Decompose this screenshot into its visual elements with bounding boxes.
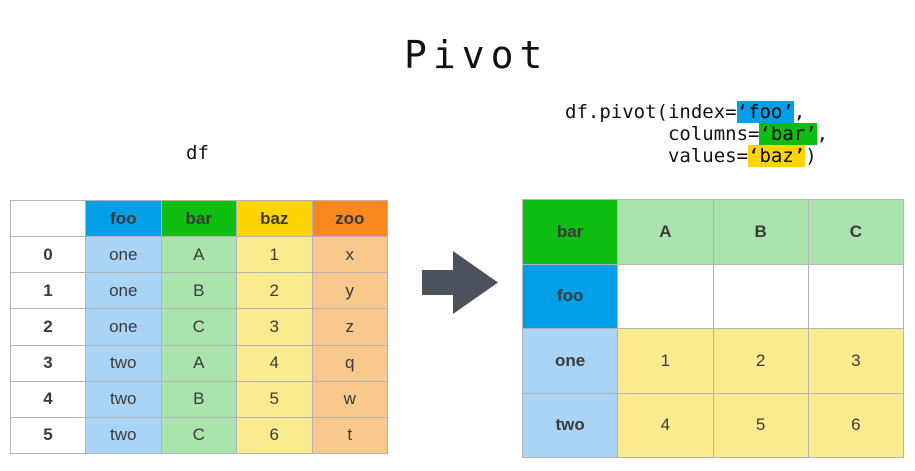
cell-bar: C	[160, 416, 237, 455]
cell-zoo: t	[311, 416, 388, 455]
code-text: ,	[816, 123, 829, 145]
index-name-cell: foo	[521, 263, 619, 329]
result-header-row: bar A B C	[521, 199, 905, 265]
index-name-row: foo	[521, 263, 905, 329]
empty-cell	[807, 263, 905, 329]
row-index: 2	[10, 308, 86, 346]
df-label: df	[186, 142, 209, 164]
empty-cell	[617, 263, 714, 329]
code-text: values=	[565, 145, 749, 167]
cell-bar: B	[160, 380, 237, 418]
code-text: df.pivot(index=	[565, 101, 737, 123]
code-text: )	[805, 145, 817, 167]
row-label-two: two	[521, 392, 619, 458]
table-row: 3 two A 4 q	[10, 344, 388, 382]
empty-cell	[712, 263, 809, 329]
value-cell: 2	[712, 328, 809, 394]
result-col-header-b: B	[712, 199, 809, 265]
result-col-header-a: A	[617, 199, 714, 265]
col-header-bar: bar	[160, 199, 237, 238]
cell-baz: 5	[236, 380, 313, 418]
table-row: 2 one C 3 z	[10, 308, 388, 346]
cell-zoo: x	[311, 236, 388, 274]
cell-zoo: y	[311, 272, 388, 310]
columns-name-cell: bar	[521, 199, 619, 265]
table-row: 0 one A 1 x	[10, 236, 388, 274]
cell-zoo: q	[311, 344, 388, 382]
col-header-zoo: zoo	[311, 199, 388, 238]
code-text: ,	[793, 101, 806, 123]
code-line-1: df.pivot(index=‘foo’,	[565, 101, 828, 123]
table-row: two 4 5 6	[521, 392, 905, 458]
cell-bar: C	[160, 308, 237, 346]
code-text: columns=	[565, 123, 760, 145]
cell-zoo: z	[311, 308, 388, 346]
col-header-baz: baz	[236, 199, 313, 238]
cell-baz: 3	[236, 308, 313, 346]
code-values-arg-highlight: ‘baz’	[748, 145, 806, 167]
code-columns-arg-highlight: ‘bar’	[759, 123, 817, 145]
value-cell: 3	[807, 328, 905, 394]
row-index: 1	[10, 272, 86, 310]
row-index: 0	[10, 236, 86, 274]
cell-foo: two	[85, 344, 162, 382]
cell-foo: one	[85, 236, 162, 274]
cell-foo: two	[85, 380, 162, 418]
code-line-3: values=‘baz’)	[565, 145, 828, 167]
pivot-code-snippet: df.pivot(index=‘foo’, columns=‘bar’, val…	[565, 101, 828, 167]
page-title: Pivot	[404, 33, 549, 77]
right-arrow-icon	[422, 251, 498, 314]
cell-baz: 1	[236, 236, 313, 274]
cell-foo: one	[85, 272, 162, 310]
result-col-header-c: C	[807, 199, 905, 265]
code-index-arg-highlight: ‘foo’	[736, 101, 794, 123]
df-header-row: foo bar baz zoo	[10, 199, 388, 238]
cell-bar: A	[160, 236, 237, 274]
code-line-2: columns=‘bar’,	[565, 123, 828, 145]
row-index: 5	[10, 416, 86, 455]
cell-bar: B	[160, 272, 237, 310]
row-index: 3	[10, 344, 86, 382]
value-cell: 6	[807, 392, 905, 458]
table-row: 1 one B 2 y	[10, 272, 388, 310]
row-index: 4	[10, 380, 86, 418]
cell-baz: 4	[236, 344, 313, 382]
table-row: one 1 2 3	[521, 328, 905, 394]
value-cell: 5	[712, 392, 809, 458]
cell-baz: 6	[236, 416, 313, 455]
col-header-foo: foo	[85, 199, 162, 238]
row-label-one: one	[521, 328, 619, 394]
cell-foo: one	[85, 308, 162, 346]
cell-baz: 2	[236, 272, 313, 310]
value-cell: 4	[617, 392, 714, 458]
value-cell: 1	[617, 328, 714, 394]
df-source-table: foo bar baz zoo 0 one A 1 x 1 one B 2 y …	[10, 199, 388, 455]
table-row: 4 two B 5 w	[10, 380, 388, 418]
cell-bar: A	[160, 344, 237, 382]
cell-foo: two	[85, 416, 162, 455]
pivot-result-table: bar A B C foo one 1 2 3 two 4 5 6	[521, 199, 905, 458]
cell-zoo: w	[311, 380, 388, 418]
corner-cell	[10, 199, 86, 238]
table-row: 5 two C 6 t	[10, 416, 388, 455]
